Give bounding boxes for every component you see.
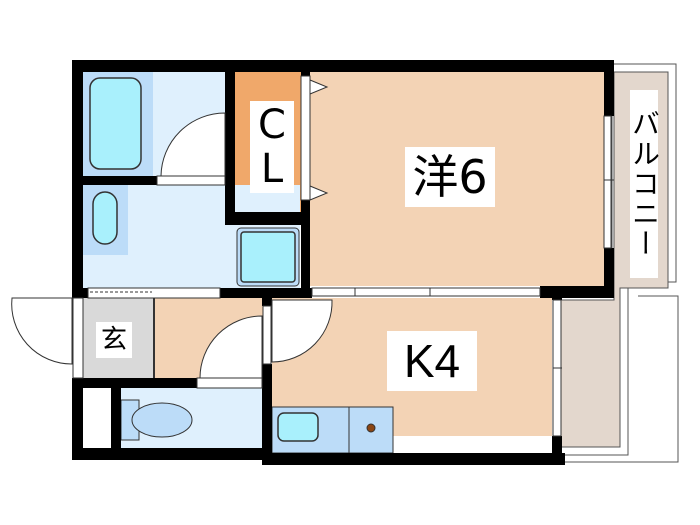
kitchen-counter xyxy=(271,406,394,454)
toilet-bowl-icon xyxy=(131,402,193,438)
balcony-label: バルコニー xyxy=(628,90,661,278)
entrance-label: 玄 xyxy=(96,322,132,358)
bathtub-icon xyxy=(89,77,142,170)
entrance-door-icon xyxy=(11,297,73,365)
closet-label-c: C xyxy=(258,102,286,148)
kitchen-label: K4 xyxy=(387,331,477,391)
closet-label-l: L xyxy=(260,146,284,192)
windows-and-doors xyxy=(72,75,614,437)
door-swings xyxy=(11,112,333,379)
western-room-label: 洋6 xyxy=(405,147,495,207)
closet-label: C L xyxy=(250,101,294,193)
walls xyxy=(72,60,614,465)
storage-floor xyxy=(83,388,111,448)
stove-icon xyxy=(366,423,376,433)
kitchen-sink-icon xyxy=(277,412,319,442)
sink-icon xyxy=(92,191,118,245)
